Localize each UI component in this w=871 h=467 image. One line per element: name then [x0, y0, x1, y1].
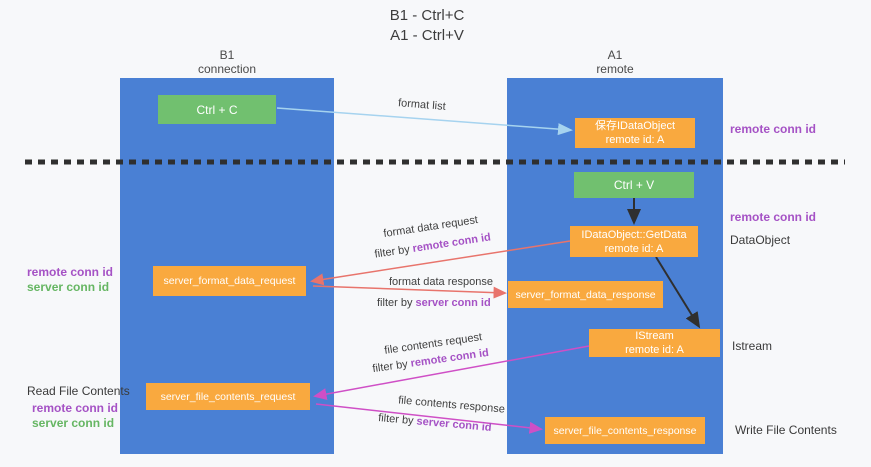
lane-a1-subtitle: remote — [596, 62, 634, 76]
server-file-contents-response-label: server_file_contents_response — [553, 424, 697, 437]
ctrl-v-label: Ctrl + V — [613, 178, 655, 192]
lane-header-b1: B1 connection — [120, 48, 334, 76]
getdata-line1: IDataObject::GetData — [581, 228, 687, 241]
filter-by-text: filter by — [377, 297, 413, 309]
remote-conn-id-annotation-left-2: remote conn id — [32, 401, 119, 415]
remote-conn-id-annotation-left-1: remote conn id — [27, 265, 114, 279]
istream-line1: IStream — [635, 330, 674, 342]
lane-a1-name: A1 — [607, 48, 623, 62]
title-line-1: B1 - Ctrl+C — [389, 7, 465, 24]
save-dataobject-line1: 保存IDataObject — [594, 120, 676, 132]
node-ctrl-c: Ctrl + C — [158, 95, 276, 124]
node-server-format-data-response: server_format_data_response — [508, 281, 663, 308]
server-conn-id-annotation-left-1: server conn id — [27, 280, 110, 294]
filter-by-text: filter by — [373, 243, 411, 261]
format-data-response-label: format data response — [389, 276, 493, 288]
node-save-dataobject: 保存IDataObject remote id: A — [575, 118, 695, 148]
conn-id-pair-file: remote conn id server conn id — [32, 401, 118, 431]
remote-conn-id-annotation-mid: remote conn id — [730, 210, 817, 224]
istream-line2: remote id: A — [625, 344, 684, 356]
server-conn-id-text: server conn id — [416, 415, 492, 434]
dataobject-annotation: DataObject — [730, 233, 791, 247]
title-line-2: A1 - Ctrl+V — [390, 27, 464, 44]
lane-b1-subtitle: connection — [197, 62, 257, 76]
getdata-line2: remote id: A — [604, 242, 664, 255]
lane-b1-name: B1 — [219, 48, 235, 62]
node-getdata: IDataObject::GetData remote id: A — [570, 226, 698, 257]
remote-conn-id-text: remote conn id — [411, 231, 492, 255]
node-server-format-data-request: server_format_data_request — [153, 266, 306, 296]
save-dataobject-line2: remote id: A — [605, 134, 665, 146]
server-conn-id-annotation-left-2: server conn id — [32, 416, 115, 430]
istream-annotation: Istream — [732, 339, 773, 353]
remote-conn-id-annotation-top: remote conn id — [730, 122, 817, 136]
server-file-contents-request-label: server_file_contents_request — [160, 390, 296, 403]
format-list-label: format list — [397, 97, 447, 113]
read-file-contents-annotation: Read File Contents — [27, 384, 130, 398]
server-format-data-request-label: server_format_data_request — [163, 275, 296, 287]
node-istream: IStream remote id: A — [589, 329, 720, 357]
node-ctrl-v: Ctrl + V — [574, 172, 694, 198]
server-format-data-response-label: server_format_data_response — [515, 288, 656, 301]
conn-id-pair-format: remote conn id server conn id — [27, 265, 113, 295]
server-conn-id-text: server conn id — [415, 297, 491, 309]
diagram-title: B1 - Ctrl+C A1 - Ctrl+V — [0, 6, 854, 46]
node-server-file-contents-request: server_file_contents_request — [146, 383, 310, 410]
filter-by-text: filter by — [377, 412, 415, 428]
write-file-contents-annotation: Write File Contents — [735, 423, 837, 437]
filter-by-text: filter by — [371, 358, 409, 376]
lane-header-a1: A1 remote — [507, 48, 723, 76]
file-contents-response-label: file contents response — [397, 394, 506, 416]
ctrl-c-label: Ctrl + C — [196, 102, 238, 117]
node-server-file-contents-response: server_file_contents_response — [545, 417, 705, 444]
